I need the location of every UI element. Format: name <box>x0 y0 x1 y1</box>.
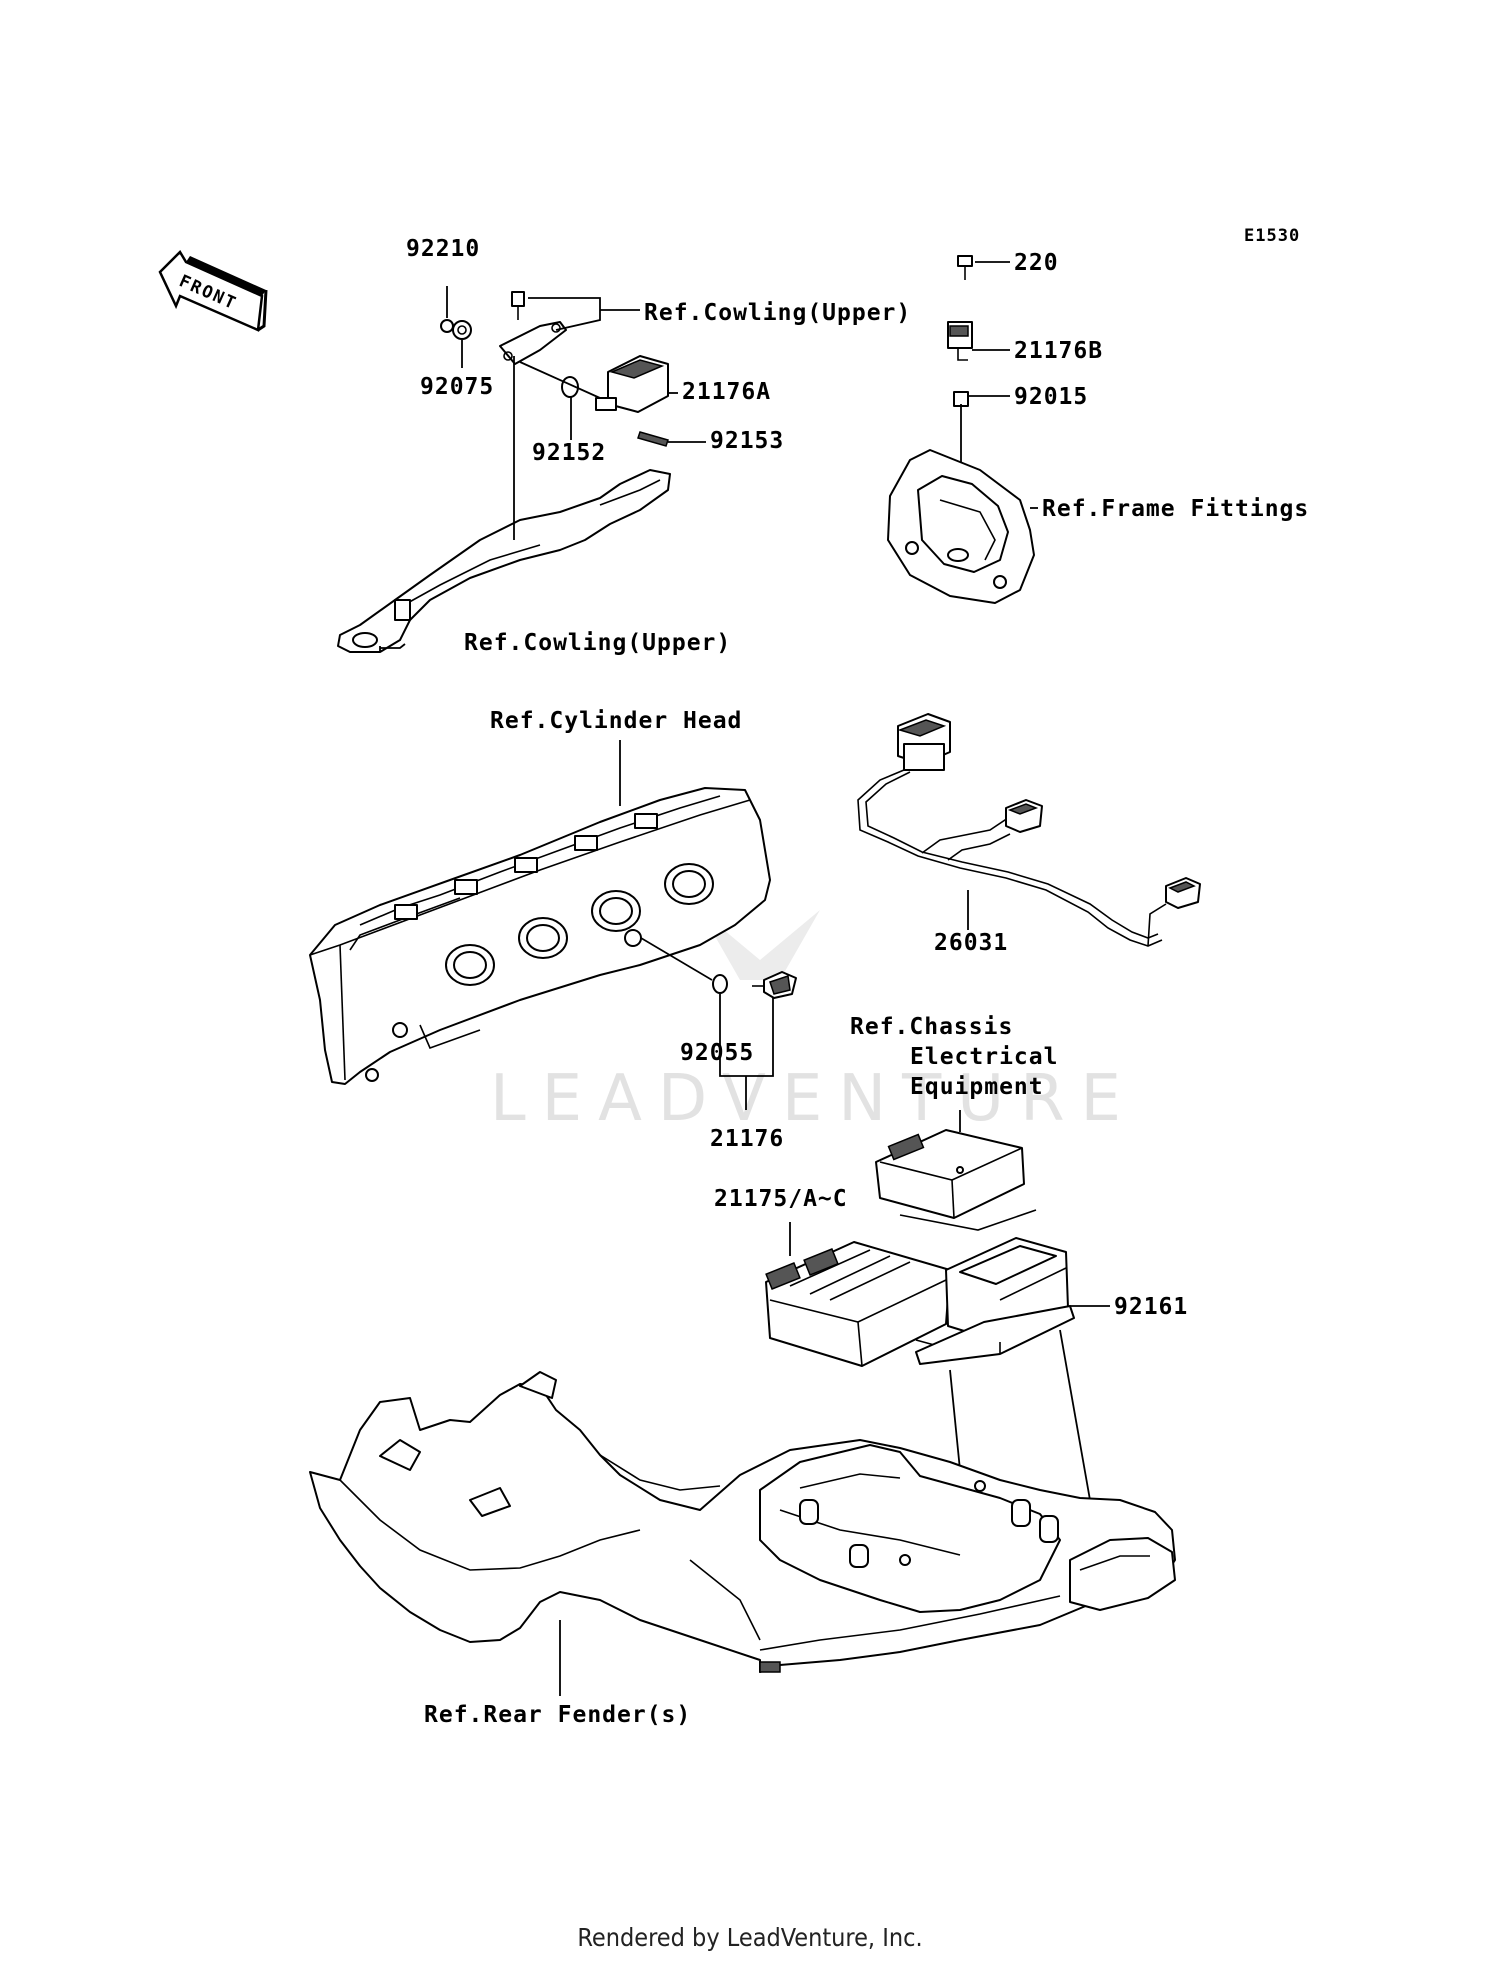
diagram-code: E1530 <box>1244 226 1300 246</box>
watermark: LEADVENTURE <box>490 910 1137 1136</box>
ecu-21175 <box>765 1241 951 1367</box>
tilt-sensor-bracket-group <box>337 286 706 653</box>
label-92161: 92161 <box>1114 1294 1188 1320</box>
nut-92210 <box>440 319 454 333</box>
label-ref-chassis-line1: Ref.Chassis <box>850 1014 1013 1040</box>
sensor-21176B-group <box>887 255 1038 604</box>
sensor-21176B <box>947 321 973 361</box>
temp-sensor-21176 <box>752 971 797 999</box>
tilt-sensor-21176A <box>595 355 669 413</box>
label-21176B: 21176B <box>1014 338 1103 364</box>
footer-credit: Rendered by LeadVenture, Inc. <box>577 1923 922 1952</box>
label-ref-cylinder-head: Ref.Cylinder Head <box>490 708 742 734</box>
label-26031: 26031 <box>934 930 1008 956</box>
label-92153: 92153 <box>710 428 784 454</box>
label-92055: 92055 <box>680 1040 754 1066</box>
collar-92015 <box>953 391 969 407</box>
washer-92055 <box>712 974 728 994</box>
washer-92075 <box>452 320 472 340</box>
label-21176A: 21176A <box>682 379 771 405</box>
label-92152: 92152 <box>532 440 606 466</box>
chassis-module <box>875 1129 1025 1219</box>
ecu-group <box>765 1110 1110 1591</box>
label-ref-chassis-line2: Electrical <box>910 1044 1058 1070</box>
label-220: 220 <box>1014 250 1059 276</box>
label-ref-rear-fender: Ref.Rear Fender(s) <box>424 1702 691 1728</box>
sub-harness-26031 <box>857 713 1201 947</box>
screw-92153 <box>637 431 669 447</box>
label-92015: 92015 <box>1014 384 1088 410</box>
rear-fender <box>309 1371 1176 1696</box>
label-21176: 21176 <box>710 1126 784 1152</box>
label-92210: 92210 <box>406 236 480 262</box>
harness-connector-mid <box>1005 799 1043 833</box>
label-ref-chassis-line3: Equipment <box>910 1074 1044 1100</box>
label-ref-frame-fittings: Ref.Frame Fittings <box>1042 496 1309 522</box>
front-arrow-icon: FRONT <box>158 249 268 332</box>
harness-connector-main <box>897 713 951 771</box>
cylinder-head <box>309 787 771 1085</box>
bolt-220 <box>957 255 973 267</box>
label-ref-cowling-upper-2: Ref.Cowling(Upper) <box>464 630 731 656</box>
ecu-case-92161 <box>915 1237 1075 1365</box>
bolt-upper <box>511 291 525 307</box>
watermark-text: LEADVENTURE <box>490 1062 1137 1136</box>
label-92075: 92075 <box>420 374 494 400</box>
harness-connector-end <box>1147 877 1201 947</box>
label-21175: 21175/A~C <box>714 1186 848 1212</box>
label-ref-cowling-upper-1: Ref.Cowling(Upper) <box>644 300 911 326</box>
water-temp-sensor-group <box>640 937 797 1110</box>
